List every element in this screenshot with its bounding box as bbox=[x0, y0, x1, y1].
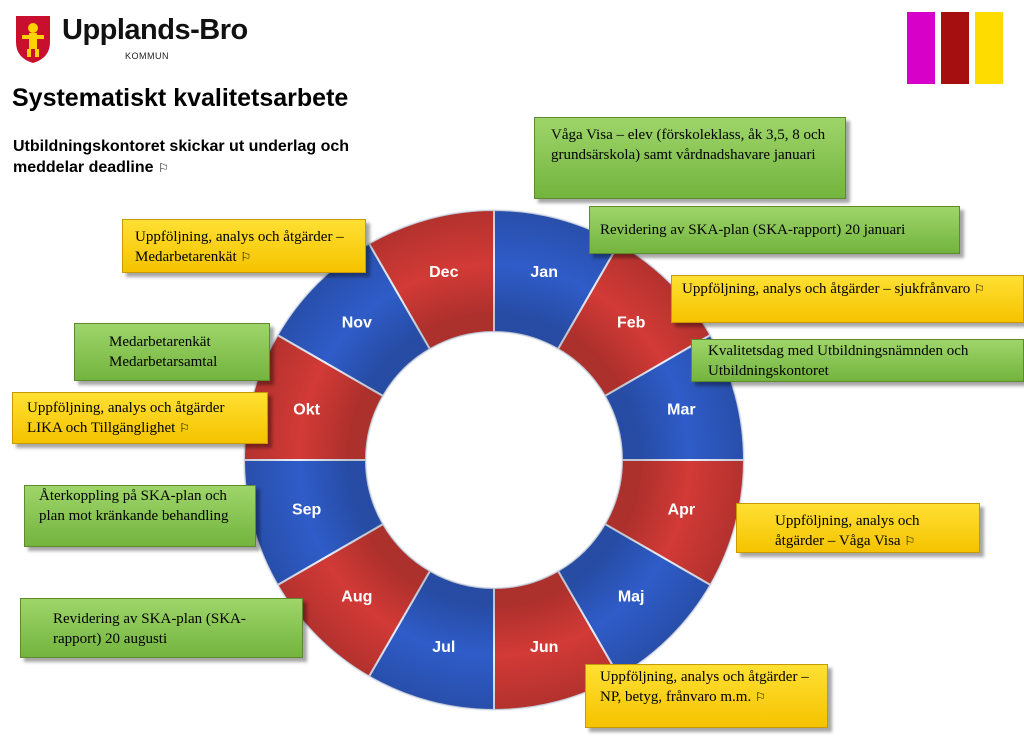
month-label-aug: Aug bbox=[341, 589, 372, 606]
activity-box-medarbetarenkat-dec: Uppföljning, analys och åtgärder – Medar… bbox=[122, 219, 366, 273]
flag-icon: ⚐ bbox=[157, 161, 169, 175]
month-label-okt: Okt bbox=[293, 401, 320, 418]
month-label-nov: Nov bbox=[342, 314, 372, 331]
wheel-shading bbox=[244, 210, 744, 710]
month-label-jan: Jan bbox=[530, 264, 558, 281]
month-label-apr: Apr bbox=[668, 502, 696, 519]
brand-name: Upplands-Bro bbox=[62, 14, 248, 46]
brand-stripe-magenta bbox=[907, 12, 935, 84]
municipality-crest-logo bbox=[16, 16, 50, 63]
activity-box-vaga-visa-apr: Uppföljning, analys och åtgärder – Våga … bbox=[736, 503, 980, 553]
month-label-jul: Jul bbox=[432, 639, 455, 656]
activity-line: Medarbetarenkät bbox=[109, 334, 211, 350]
flag-icon: ⚐ bbox=[179, 421, 190, 435]
brand-subtitle: KOMMUN bbox=[125, 51, 169, 61]
activity-box-revidering-jan: Revidering av SKA-plan (SKA-rapport) 20 … bbox=[589, 206, 960, 254]
activity-box-aterkoppling: Återkoppling på SKA-plan och plan mot kr… bbox=[24, 485, 256, 547]
activity-box-kvalitetsdag: Kvalitetsdag med Utbildningsnämnden och … bbox=[691, 339, 1024, 382]
flag-icon: ⚐ bbox=[754, 690, 766, 704]
activity-box-sjukfranvaro: Uppföljning, analys och åtgärder – sjukf… bbox=[671, 275, 1024, 323]
month-label-mar: Mar bbox=[667, 401, 695, 418]
activity-box-revidering-aug: Revidering av SKA-plan (SKA-rapport) 20 … bbox=[20, 598, 303, 658]
month-label-feb: Feb bbox=[617, 314, 646, 331]
activity-box-vaga-visa-jan: Våga Visa – elev (förskoleklass, åk 3,5,… bbox=[534, 117, 846, 199]
month-label-jun: Jun bbox=[530, 639, 558, 656]
page-subtitle: Utbildningskontoret skickar ut underlag … bbox=[13, 138, 350, 176]
brand-stripe-red bbox=[941, 12, 969, 84]
flag-icon: ⚐ bbox=[904, 534, 916, 548]
month-label-dec: Dec bbox=[429, 264, 458, 281]
flag-icon: ⚐ bbox=[974, 282, 985, 296]
activity-box-medarbetar-nov: Medarbetarenkät Medarbetarsamtal bbox=[74, 323, 270, 381]
activity-line: Medarbetarsamtal bbox=[109, 354, 218, 370]
page-title: Systematiskt kvalitetsarbete bbox=[12, 84, 349, 112]
month-label-sep: Sep bbox=[292, 502, 322, 519]
month-label-maj: Maj bbox=[618, 589, 645, 606]
brand-stripe-yellow bbox=[975, 12, 1003, 84]
activity-box-lika: Uppföljning, analys och åtgärder LIKA oc… bbox=[12, 392, 268, 444]
flag-icon: ⚐ bbox=[240, 250, 252, 264]
activity-box-np-betyg: Uppföljning, analys och åtgärder – NP, b… bbox=[585, 664, 828, 728]
